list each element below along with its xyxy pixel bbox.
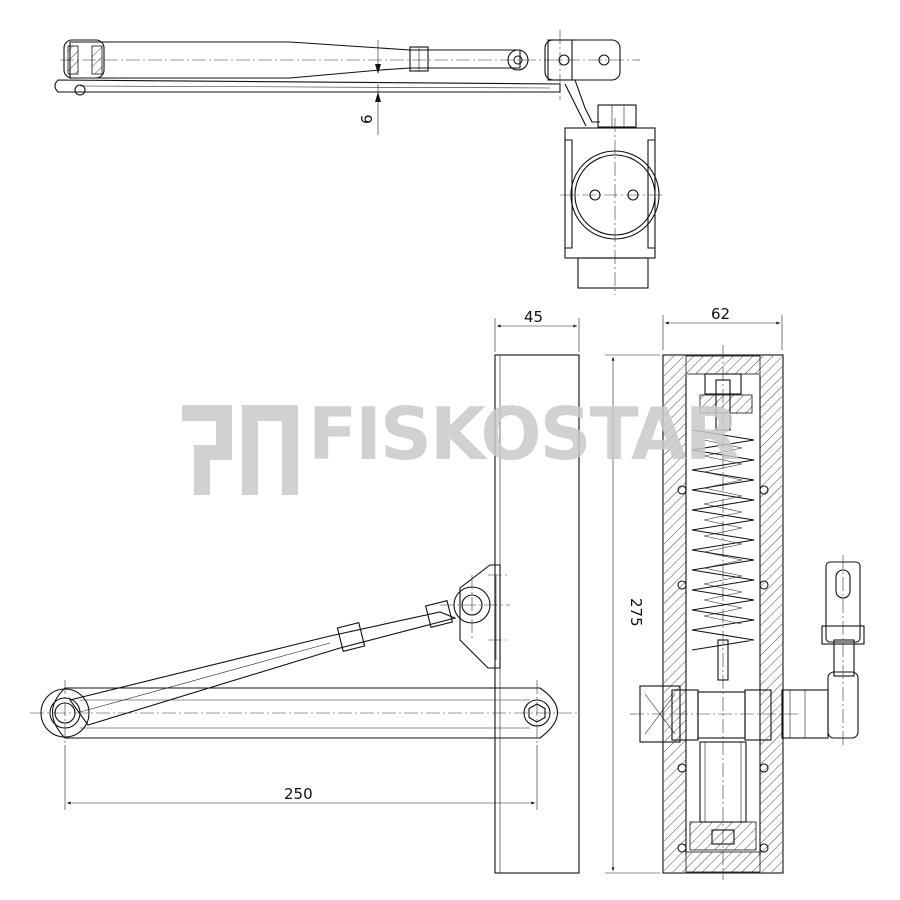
front-view: 250 45	[30, 308, 580, 874]
fiskostar-logo-mark	[182, 405, 298, 495]
watermark-text: FISKOSTAR	[308, 392, 740, 476]
section-view: 62 275	[605, 305, 865, 880]
dim-label-62: 62	[711, 305, 730, 323]
dim-label-6: 6	[358, 114, 376, 124]
dim-label-45: 45	[524, 308, 543, 326]
dim-label-275: 275	[627, 598, 645, 627]
top-view: 6	[54, 30, 665, 295]
dim-label-250: 250	[284, 785, 313, 803]
